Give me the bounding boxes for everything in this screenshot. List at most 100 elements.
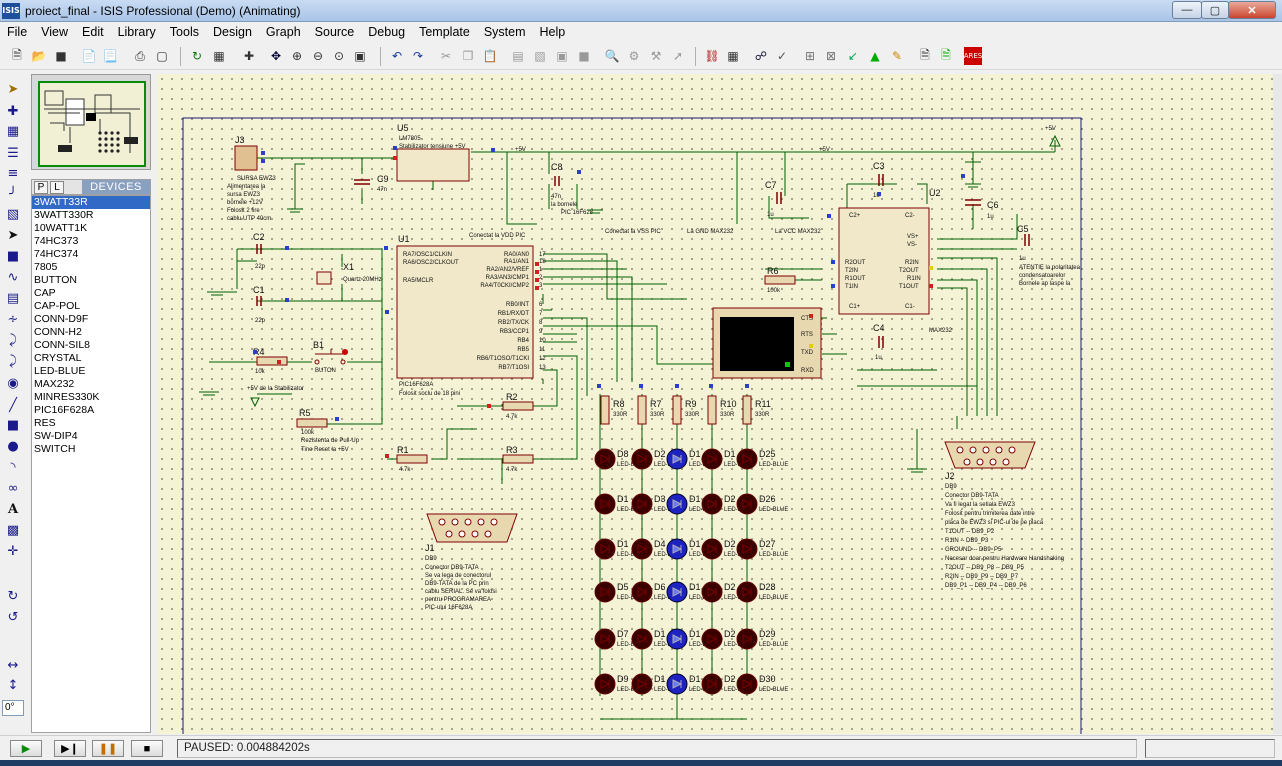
voltage-probe-icon[interactable]: ⤸	[9, 332, 17, 348]
device-list-item[interactable]: 74HC374	[34, 248, 79, 260]
device-pin-icon[interactable]: ■	[6, 248, 20, 264]
wire-label-icon[interactable]: ☰	[7, 145, 19, 161]
line-icon[interactable]: ╱	[9, 397, 17, 413]
regulator-u5[interactable]	[396, 148, 470, 182]
led-blue-on[interactable]	[666, 493, 688, 515]
vertical-scrollbar[interactable]	[1273, 74, 1282, 734]
rotate-cw-icon[interactable]: ↻	[7, 588, 19, 604]
import-icon[interactable]: 📄	[81, 49, 97, 63]
zoom-in-icon[interactable]: ⊕	[291, 49, 303, 63]
led-blue-off[interactable]	[631, 628, 653, 650]
device-list-item[interactable]: SW-DIP4	[34, 430, 78, 442]
menu-system[interactable]: System	[483, 25, 526, 39]
marker-icon[interactable]: ✛	[7, 543, 19, 559]
led-blue-off[interactable]	[631, 493, 653, 515]
device-list-item[interactable]: RES	[34, 417, 56, 429]
step-icon[interactable]: ▶❙	[54, 740, 86, 757]
ares-launch-icon[interactable]: ARES	[964, 47, 982, 65]
led-blue-off[interactable]	[594, 581, 616, 603]
led-resistor[interactable]	[672, 395, 682, 425]
flip-v-icon[interactable]: ↕	[7, 677, 19, 693]
text-script-icon[interactable]: ≡	[7, 165, 19, 181]
isis-app-icon[interactable]: ISIS	[2, 2, 20, 19]
package-tool-icon[interactable]: ⚒	[650, 49, 662, 63]
device-list-item[interactable]: 3WATT330R	[34, 209, 94, 221]
arc-icon[interactable]: ◝	[10, 459, 16, 475]
led-resistor[interactable]	[600, 395, 610, 425]
ares-icon[interactable]: 🗎	[920, 47, 930, 62]
resistor-r3[interactable]	[502, 454, 534, 464]
led-resistor[interactable]	[637, 395, 647, 425]
tape-recorder-icon[interactable]: ▤	[6, 290, 20, 306]
led-blue-off[interactable]	[631, 673, 653, 695]
block-rotate-icon[interactable]: ▣	[556, 49, 568, 63]
property-tool-icon[interactable]: ☍	[754, 49, 768, 63]
device-list-item[interactable]: 74HC373	[34, 235, 79, 247]
device-list-item[interactable]: PIC16F628A	[34, 404, 95, 416]
device-list-item[interactable]: BUTTON	[34, 274, 77, 286]
generator-icon[interactable]: ∻	[7, 311, 19, 327]
connector-j2-db9[interactable]	[944, 441, 1036, 469]
device-list-item[interactable]: CONN-D9F	[34, 313, 89, 325]
undo-icon[interactable]: ↶	[391, 49, 403, 63]
paste-icon[interactable]: 📋	[482, 49, 498, 63]
search-tag-icon[interactable]: ▦	[727, 49, 739, 63]
menu-tools[interactable]: Tools	[169, 25, 199, 39]
zoom-area-icon[interactable]: ▣	[354, 49, 366, 63]
menu-template[interactable]: Template	[419, 25, 470, 39]
component-mode-icon[interactable]: ✚	[7, 103, 19, 119]
led-blue-off[interactable]	[594, 493, 616, 515]
led-resistor[interactable]	[707, 395, 717, 425]
library-manager-button[interactable]: L	[50, 181, 64, 194]
led-blue-off[interactable]	[701, 448, 723, 470]
menu-file[interactable]: File	[7, 25, 28, 39]
pause-icon[interactable]: ❚❚	[92, 740, 124, 757]
device-list-item[interactable]: CRYSTAL	[34, 352, 82, 364]
button-b1[interactable]	[315, 349, 347, 355]
device-list-item[interactable]: SWITCH	[34, 443, 76, 455]
overview-viewport[interactable]	[38, 81, 146, 167]
minimize-button[interactable]: —	[1172, 1, 1202, 19]
led-blue-off[interactable]	[701, 538, 723, 560]
new-sheet-icon[interactable]: ✓	[776, 49, 788, 63]
overview-window[interactable]	[31, 74, 151, 170]
copy-icon[interactable]: ❐	[462, 49, 474, 63]
led-blue-on[interactable]	[666, 628, 688, 650]
maximize-button[interactable]: ▢	[1201, 1, 1229, 19]
schematic-svg[interactable]: J3 SURSA EWZ3 Alimentarea la sursa EWZ3 …	[157, 74, 1273, 734]
pick-devices-button[interactable]: P	[34, 181, 48, 194]
led-blue-off[interactable]	[631, 581, 653, 603]
led-blue-off[interactable]	[736, 538, 758, 560]
print-area-icon[interactable]: ▢	[156, 49, 168, 63]
ic-u2-max232[interactable]	[838, 207, 930, 315]
device-list-item[interactable]: CAP-POL	[34, 300, 81, 312]
led-blue-off[interactable]	[736, 628, 758, 650]
bus-icon[interactable]: ╯	[9, 186, 17, 202]
graph-icon[interactable]: ∿	[7, 269, 19, 285]
led-blue-off[interactable]	[736, 581, 758, 603]
path-icon[interactable]: ∞	[7, 480, 19, 496]
block-copy-icon[interactable]: ▤	[512, 49, 524, 63]
led-blue-off[interactable]	[701, 673, 723, 695]
block-delete-icon[interactable]: ■	[578, 49, 590, 63]
menu-library[interactable]: Library	[117, 25, 156, 39]
bom-icon[interactable]: ✎	[891, 49, 903, 63]
led-blue-off[interactable]	[736, 448, 758, 470]
origin-icon[interactable]: ✚	[243, 49, 255, 63]
led-blue-on[interactable]	[666, 581, 688, 603]
flip-h-icon[interactable]: ↔	[7, 657, 19, 673]
remove-sheet-icon[interactable]: ⊞	[804, 49, 816, 63]
device-list-item[interactable]: MINRES330K	[34, 391, 100, 403]
rotation-field[interactable]: 0°	[2, 700, 24, 716]
zoom-all-icon[interactable]: ⊙	[333, 49, 345, 63]
resistor-r1[interactable]	[396, 454, 428, 464]
connector-j1-db9[interactable]	[426, 513, 518, 543]
led-blue-off[interactable]	[594, 628, 616, 650]
led-blue-off[interactable]	[631, 448, 653, 470]
resistor-r4[interactable]	[256, 356, 288, 366]
export-icon[interactable]: 📃	[102, 49, 118, 63]
led-blue-off[interactable]	[736, 493, 758, 515]
menu-edit[interactable]: Edit	[82, 25, 104, 39]
menu-design[interactable]: Design	[212, 25, 252, 39]
